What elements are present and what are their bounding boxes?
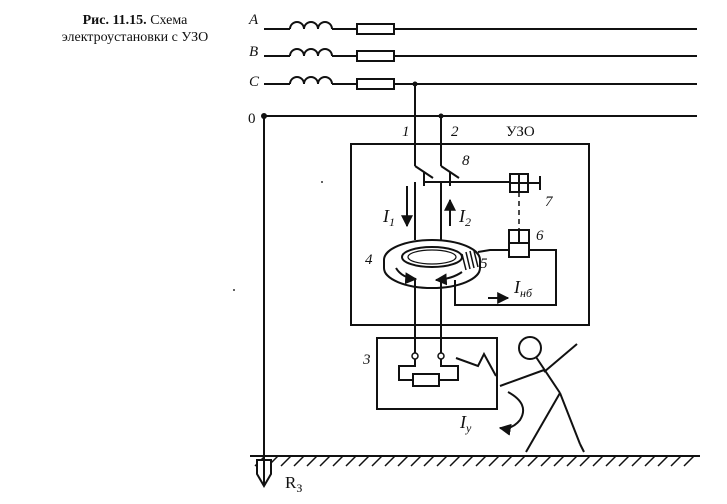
label-neutral: 0 <box>248 111 256 127</box>
caption-text-1: Схема <box>150 13 188 28</box>
load-resistor <box>398 352 459 387</box>
label-i1: I1 <box>382 206 395 229</box>
caption-number: Рис. 11.15. <box>82 13 147 28</box>
fuse-a <box>356 23 395 35</box>
label-8: 8 <box>462 153 470 169</box>
label-phase-c: C <box>249 74 260 90</box>
figure-caption: Рис. 11.15. Схема электроустановки с УЗО <box>30 12 240 46</box>
label-r3: RЗ <box>285 473 302 495</box>
ground-surface <box>250 455 700 467</box>
label-6: 6 <box>536 228 544 244</box>
label-2: 2 <box>451 124 459 140</box>
label-7: 7 <box>545 194 554 210</box>
switch-contacts <box>414 165 510 190</box>
label-1: 1 <box>402 124 410 140</box>
fuse-b <box>356 50 395 62</box>
label-phase-b: B <box>249 44 258 60</box>
neutral-line <box>261 113 697 119</box>
load-enclosure <box>376 337 498 410</box>
phase-b-line <box>264 48 697 62</box>
label-3: 3 <box>362 352 371 368</box>
label-4: 4 <box>365 252 373 268</box>
label-inb: Iнб <box>513 277 533 300</box>
label-rcd: УЗО <box>506 124 535 140</box>
label-iy: Iу <box>459 412 472 435</box>
toroidal-core <box>383 239 481 289</box>
label-5: 5 <box>480 256 488 272</box>
fuse-c <box>356 78 395 90</box>
relay-coil <box>508 229 530 258</box>
rcd-enclosure <box>350 143 590 326</box>
latch-mechanism <box>509 173 541 230</box>
phase-a-line <box>264 21 697 35</box>
secondary-circuit <box>454 249 557 306</box>
label-i2: I2 <box>458 206 471 229</box>
phase-c-line <box>264 76 697 90</box>
caption-text-2: электроустановки с УЗО <box>61 30 209 45</box>
person-figure <box>499 336 585 453</box>
arrow-iy <box>498 391 524 436</box>
label-phase-a: A <box>248 12 259 28</box>
insulation-fault <box>455 351 497 377</box>
